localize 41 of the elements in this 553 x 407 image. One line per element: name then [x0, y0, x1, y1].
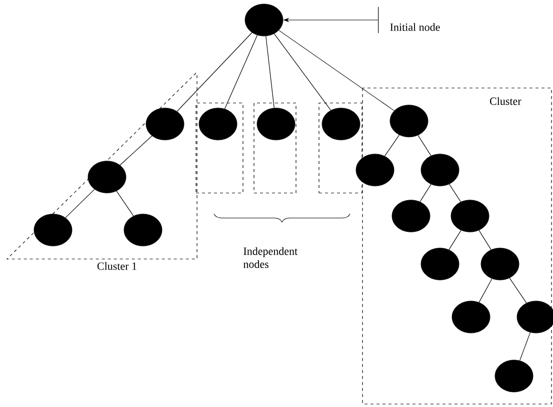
- annotation-label: Independent nodes: [243, 247, 298, 268]
- node-label: Initial node: [390, 23, 440, 31]
- cluster-box: Cluster: [362, 88, 552, 404]
- tree-edge: [418, 135, 432, 156]
- tree-edge: [266, 36, 274, 108]
- tree-edge: [519, 332, 531, 361]
- tree-edge: [478, 230, 492, 250]
- tree-node: [392, 200, 430, 232]
- tree-node: [480, 248, 520, 280]
- tree-node: [420, 154, 460, 186]
- tree-node: [34, 214, 72, 246]
- tree-edge: [420, 184, 432, 202]
- tree-edge: [278, 30, 394, 111]
- tree-edge: [120, 136, 152, 166]
- tree-node: [450, 200, 490, 232]
- dashed-box: [318, 102, 362, 194]
- tree-node: [88, 160, 126, 194]
- tree-edge: [478, 278, 492, 303]
- dashed-box: [196, 102, 244, 194]
- tree-edge: [384, 134, 400, 156]
- tree-edge: [176, 32, 252, 112]
- tree-edge: [116, 190, 134, 216]
- tree-edge: [448, 184, 462, 202]
- tree-edge: [509, 278, 527, 304]
- tree-node: [356, 154, 394, 186]
- tree-edge: [274, 33, 332, 111]
- tree-edge: [448, 230, 462, 250]
- tree-node: [124, 214, 162, 246]
- tree-node: [256, 108, 296, 140]
- tree-node: [322, 108, 360, 140]
- dashed-box: [254, 102, 296, 194]
- tree-node: [516, 300, 553, 334]
- tree-node: [244, 4, 284, 36]
- tree-node: [420, 248, 460, 280]
- tree-node: [494, 360, 534, 392]
- tree-edge: [65, 188, 95, 218]
- tree-edge: [224, 34, 258, 110]
- tree-node: [146, 108, 184, 140]
- tree-node: [390, 104, 428, 138]
- tree-node: [198, 108, 238, 140]
- tree-node: [452, 300, 490, 334]
